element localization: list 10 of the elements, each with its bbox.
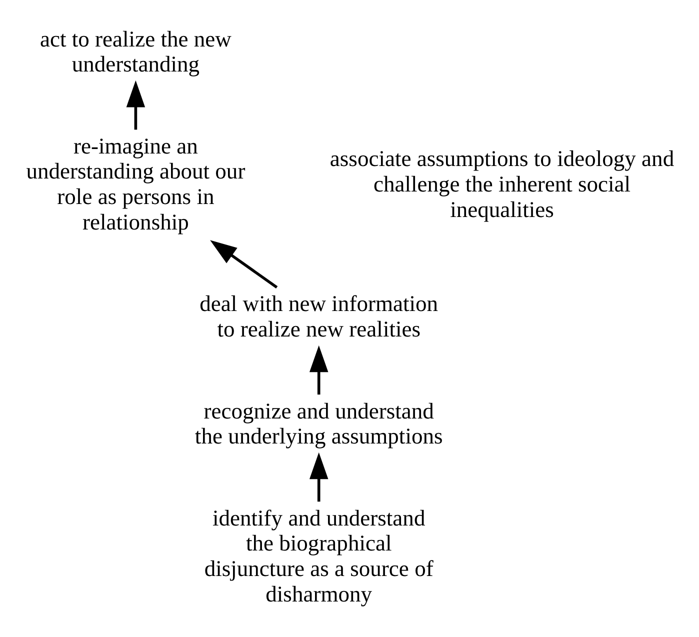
node-text: recognize and understand the underlying assumptions	[194, 398, 443, 449]
label: associate assumptions to ideology and challenge the inherent social inequalities	[330, 146, 674, 222]
arrow	[126, 80, 146, 130]
node-text: identify and understand the biographical disjuncture as a source of disharmony	[204, 505, 434, 606]
node-text: deal with new information to realize new realities	[200, 291, 438, 342]
node-text: re-imagine an understanding about our role as persons in relationship	[26, 133, 246, 234]
node-text: act to realize the new understanding	[40, 26, 232, 77]
arrow	[210, 240, 278, 288]
arrow	[309, 345, 328, 395]
arrow	[309, 452, 328, 502]
